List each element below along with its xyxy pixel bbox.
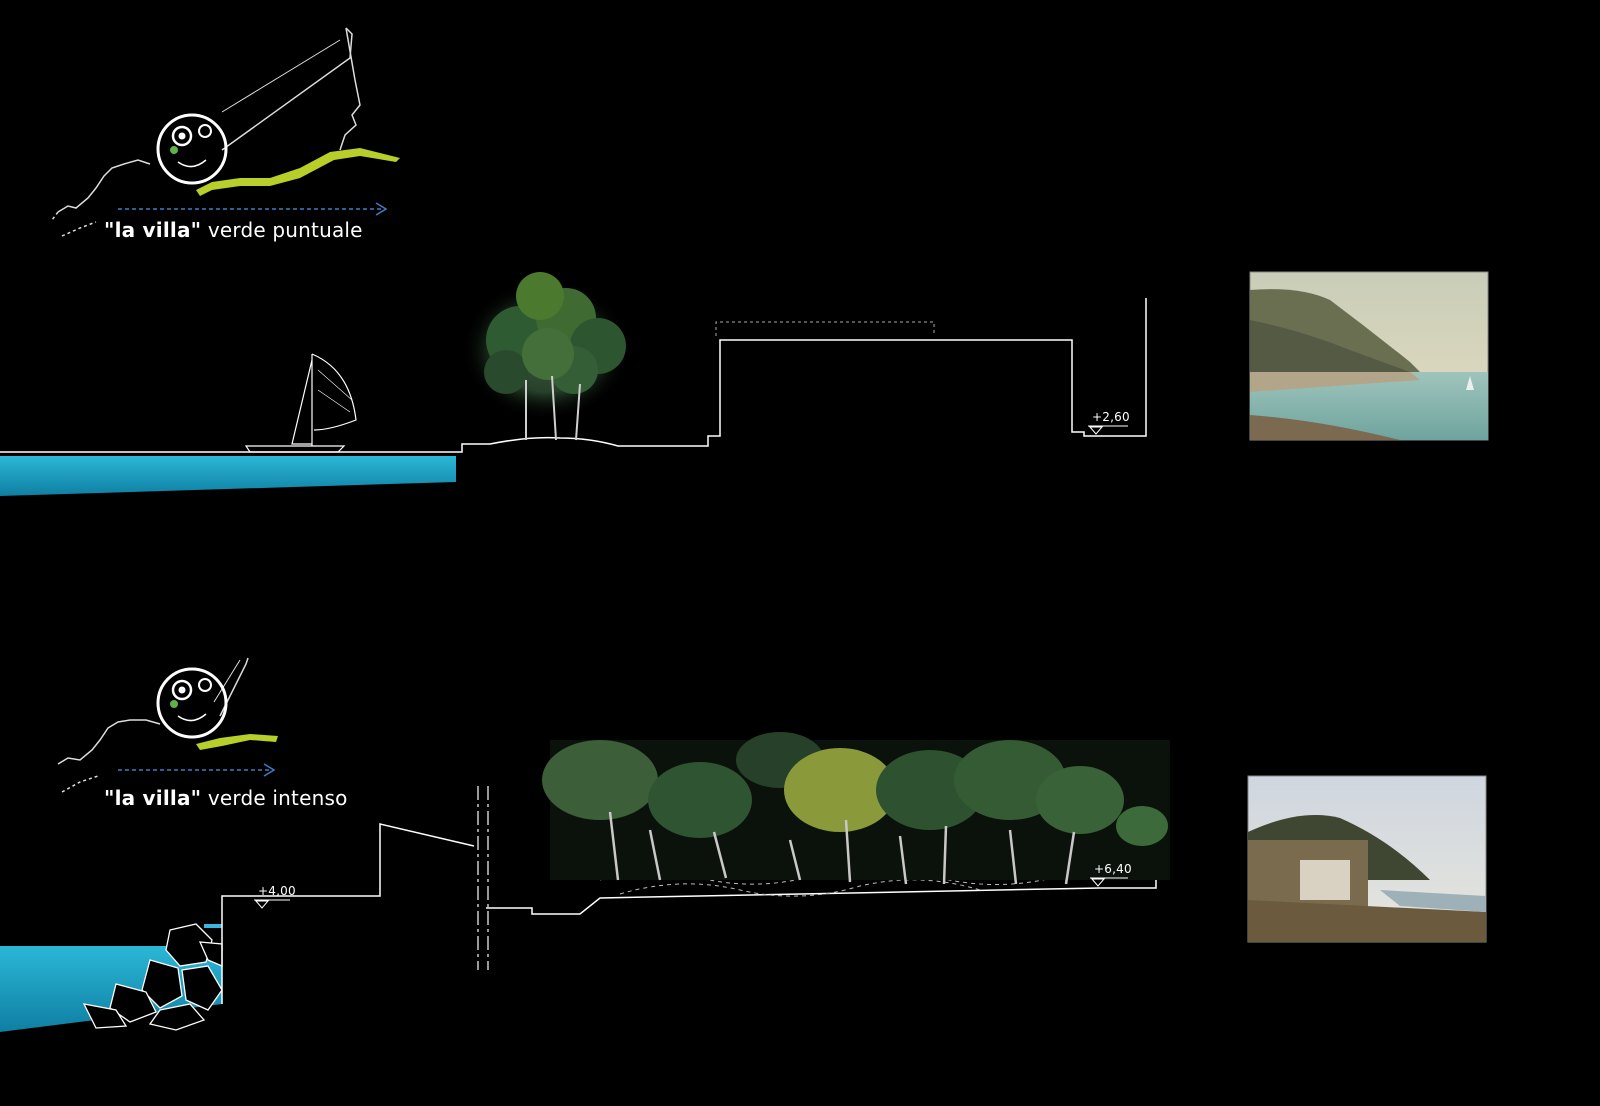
map-marker-bottom <box>156 667 228 739</box>
green-coast-bottom <box>196 734 278 750</box>
ghost-roof-top <box>715 321 935 336</box>
rock-revetment <box>82 923 223 1031</box>
section-title-top-rest: verde puntuale <box>207 218 363 242</box>
elevation-label-bottom-left: +4,00 <box>258 884 296 898</box>
elevation-label-top: +2,60 <box>1092 410 1130 424</box>
section-title-bottom-rest: verde intenso <box>207 786 348 810</box>
map-marker-top <box>156 113 228 185</box>
section-title-top: "la villa" verde puntuale <box>104 218 363 242</box>
tree-cluster-top <box>462 272 630 441</box>
location-map-icon-bottom <box>57 657 249 793</box>
tree-cluster-bottom <box>542 732 1170 885</box>
sailboat-icon <box>244 353 357 453</box>
painting-thumbnail-bottom <box>1247 775 1487 943</box>
water-top <box>0 456 456 496</box>
elevation-label-bottom-right: +6,40 <box>1094 862 1132 876</box>
section-title-top-bold: "la villa" <box>104 218 202 242</box>
section-title-bottom: "la villa" verde intenso <box>104 786 348 810</box>
painting-thumbnail-top <box>1249 271 1489 441</box>
ground-profile-top <box>0 298 1147 453</box>
section-break <box>477 786 489 970</box>
ground-profile-bottom-right <box>486 778 1157 915</box>
section-title-bottom-bold: "la villa" <box>104 786 202 810</box>
location-map-icon-top <box>51 27 361 237</box>
green-coast-top <box>196 148 400 196</box>
ground-profile-bottom <box>221 823 475 1004</box>
